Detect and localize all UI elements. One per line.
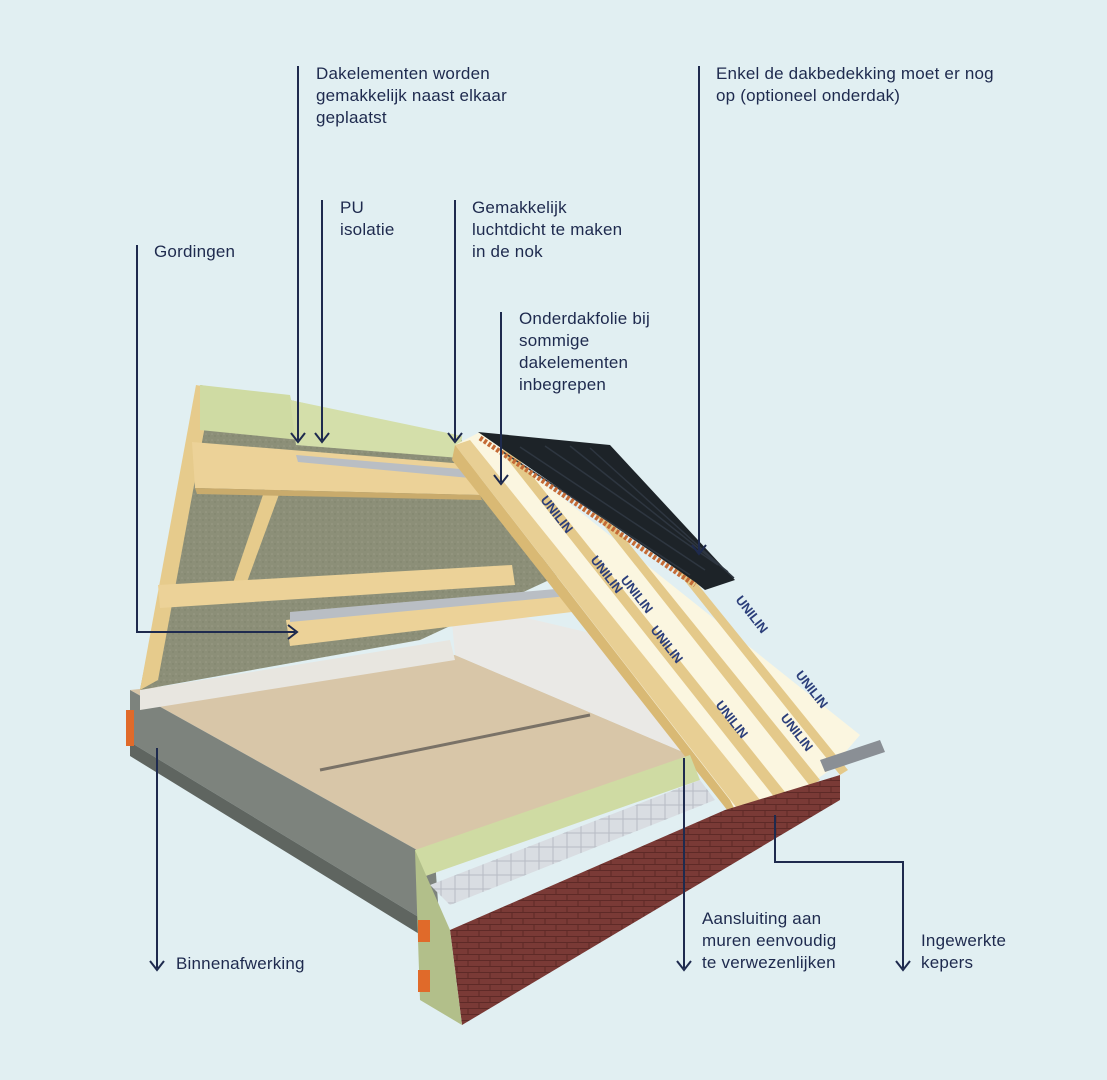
- callout-text: PU: [340, 198, 365, 217]
- arrow-pu-isolatie: [314, 432, 330, 444]
- callout-text: op (optioneel onderdak): [716, 86, 901, 105]
- arrow-luchtdicht: [447, 432, 463, 444]
- callout-text: Gemakkelijk: [472, 198, 567, 217]
- callout-text: Enkel de dakbedekking moet er nog: [716, 64, 994, 83]
- purlins: [158, 442, 572, 646]
- callout-text: muren eenvoudig: [702, 931, 837, 950]
- callout-luchtdicht: Gemakkelijk luchtdicht te maken in de no…: [472, 197, 622, 263]
- callout-text: in de nok: [472, 242, 543, 261]
- outer-wall: [126, 710, 840, 1025]
- callout-text: luchtdicht te maken: [472, 220, 623, 239]
- inner-finishing-wall: [140, 600, 690, 755]
- callout-dakelementen: Dakelementen worden gemakkelijk naast el…: [316, 63, 507, 129]
- callout-text: te verwezenlijken: [702, 953, 836, 972]
- callout-dakbedekking: Enkel de dakbedekking moet er nog op (op…: [716, 63, 994, 107]
- arrow-onderdakfolie: [493, 474, 509, 486]
- roof-tiles: [478, 432, 735, 590]
- callout-aansluiting: Aansluiting aan muren eenvoudig te verwe…: [702, 908, 836, 974]
- callout-text: Binnenafwerking: [176, 954, 305, 973]
- callout-text: sommige: [519, 331, 590, 350]
- callout-text: isolatie: [340, 220, 395, 239]
- arrow-binnenafwerking: [149, 960, 165, 972]
- leader-kepers: [774, 815, 904, 968]
- arrow-dakbedekking: [691, 544, 707, 556]
- callout-text: gemakkelijk naast elkaar: [316, 86, 507, 105]
- callout-text: Aansluiting aan: [702, 909, 822, 928]
- arrow-aansluiting: [676, 960, 692, 972]
- leader-lines: [136, 66, 911, 972]
- callout-text: Ingewerkte: [921, 931, 1007, 950]
- callout-text: geplaatst: [316, 108, 387, 127]
- callout-pu-isolatie: PU isolatie: [340, 197, 395, 241]
- callout-text: Dakelementen worden: [316, 64, 490, 83]
- callout-onderdakfolie: Onderdakfolie bij sommige dakelementen i…: [519, 308, 650, 396]
- callout-text: inbegrepen: [519, 375, 607, 394]
- roof-panels: [452, 432, 885, 830]
- callout-text: dakelementen: [519, 353, 629, 372]
- callout-text: Onderdakfolie bij: [519, 309, 650, 328]
- brand-mark: UNILIN: [733, 593, 772, 636]
- arrow-dakelementen: [290, 432, 306, 444]
- arrow-kepers: [895, 960, 911, 972]
- callout-text: kepers: [921, 953, 974, 972]
- callout-kepers: Ingewerkte kepers: [921, 930, 1006, 974]
- leader-gordingen: [136, 245, 295, 633]
- callout-gordingen: Gordingen: [154, 241, 235, 263]
- callout-binnenafwerking: Binnenafwerking: [176, 953, 305, 975]
- arrow-gordingen: [287, 624, 299, 640]
- callout-text: Gordingen: [154, 242, 236, 261]
